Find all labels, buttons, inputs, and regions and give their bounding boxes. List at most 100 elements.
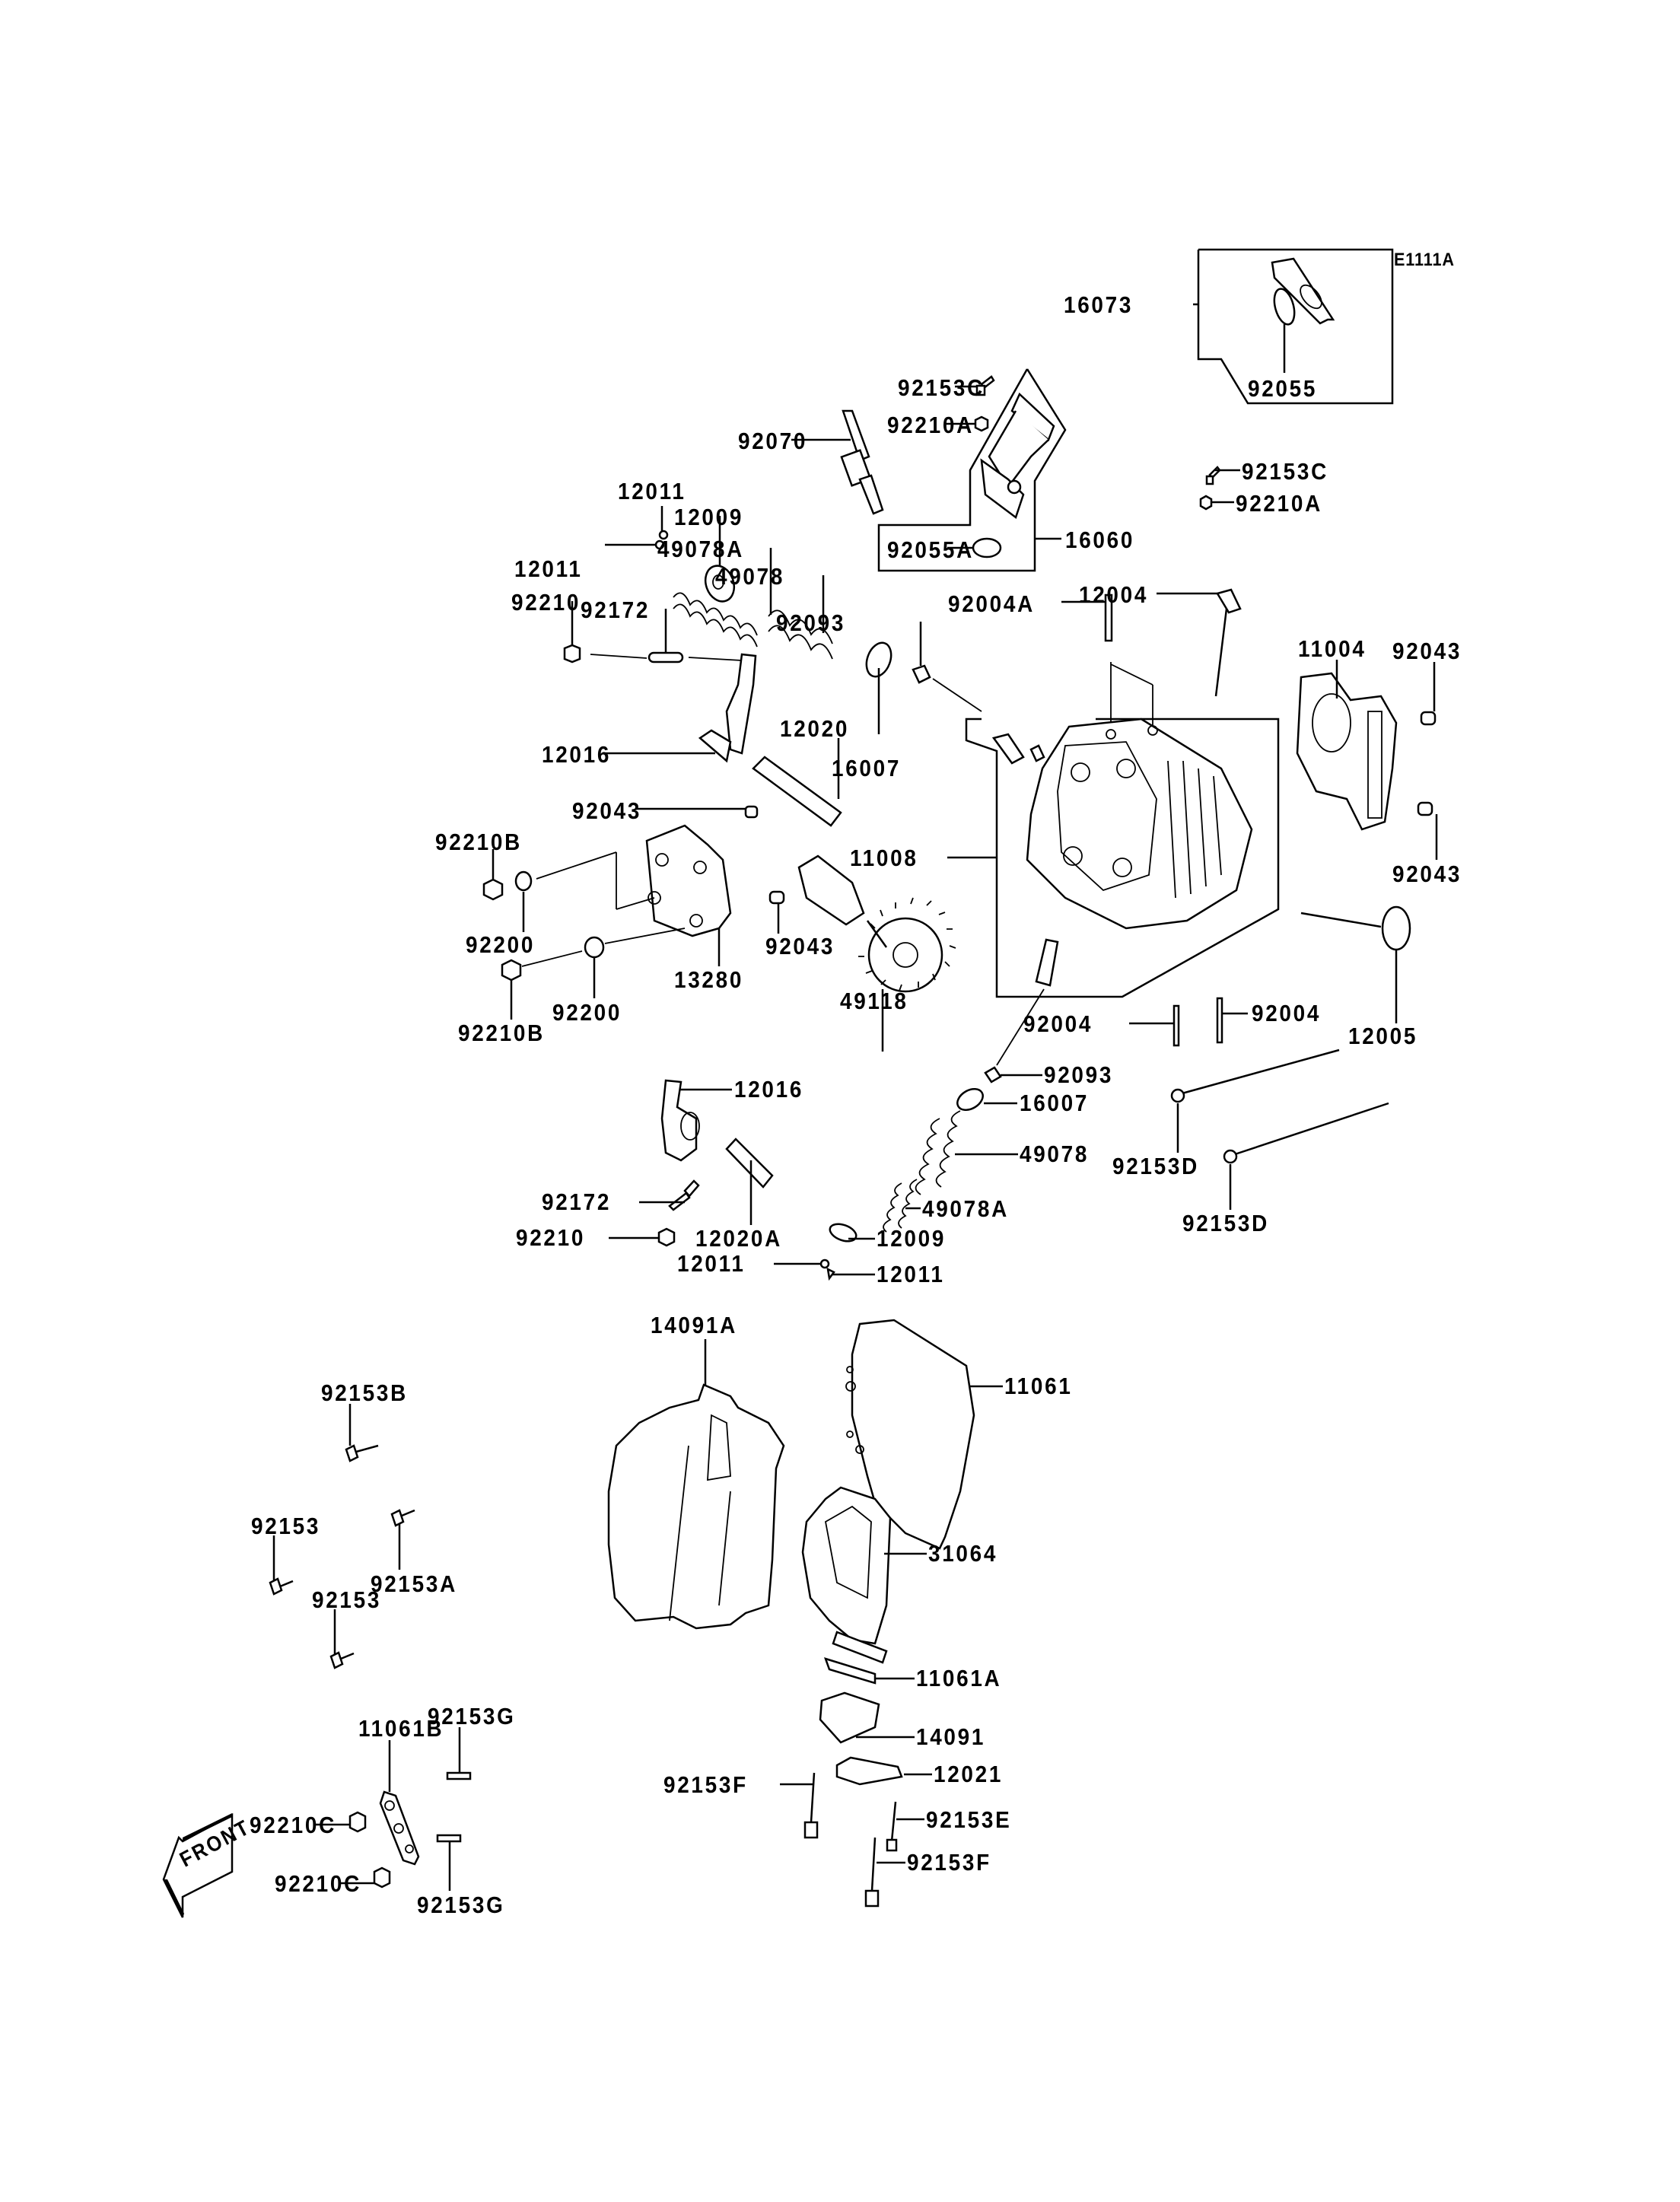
- valve-12005: [1300, 905, 1411, 1023]
- part-label-92055A[interactable]: 92055A: [887, 536, 974, 563]
- part-label-31064[interactable]: 31064: [928, 1540, 998, 1567]
- nut-92210A-right: [1199, 495, 1234, 511]
- part-label-92004-left[interactable]: 92004: [1023, 1010, 1093, 1037]
- rocker-shaft-12020: [752, 738, 842, 827]
- part-label-49118[interactable]: 49118: [840, 988, 908, 1014]
- spring-49078-lower: [915, 1110, 1018, 1195]
- intake-pipe-16060: [980, 392, 1055, 520]
- adjuster-92172-upper: [648, 609, 743, 663]
- bolt-92153F-upper: [780, 1772, 819, 1839]
- part-label-92153-lower[interactable]: 92153: [312, 1586, 382, 1613]
- part-label-16007-upper[interactable]: 16007: [832, 755, 902, 781]
- part-label-92153C-top[interactable]: 92153C: [898, 374, 985, 401]
- part-label-49078A-upper[interactable]: 49078A: [657, 536, 744, 562]
- stud-92004A: [1061, 593, 1113, 642]
- seal-92093-upper: [912, 622, 982, 712]
- part-label-92153B[interactable]: 92153B: [321, 1379, 408, 1406]
- part-label-11061A[interactable]: 11061A: [916, 1665, 1002, 1691]
- spring-49078-upper: [768, 575, 833, 660]
- part-label-12016-lower[interactable]: 12016: [734, 1076, 804, 1103]
- part-label-92043-mid[interactable]: 92043: [765, 933, 835, 959]
- part-label-11061B[interactable]: 11061B: [358, 1715, 444, 1742]
- part-label-12011-c[interactable]: 12011: [677, 1250, 746, 1277]
- part-label-92210B-lower[interactable]: 92210B: [458, 1020, 545, 1046]
- part-label-12011-a[interactable]: 12011: [618, 478, 686, 504]
- bolts-92153D: [1170, 1048, 1389, 1210]
- part-label-14091A[interactable]: 14091A: [651, 1312, 737, 1338]
- part-label-92153-left[interactable]: 92153: [251, 1513, 321, 1539]
- part-label-92093-upper[interactable]: 92093: [776, 609, 846, 636]
- part-label-92210B-upper[interactable]: 92210B: [435, 829, 522, 855]
- part-label-16073[interactable]: 16073: [1064, 291, 1134, 318]
- part-label-92093-lower[interactable]: 92093: [1044, 1061, 1114, 1088]
- part-label-12009-lower[interactable]: 12009: [877, 1225, 947, 1252]
- part-label-92043-right-top[interactable]: 92043: [1392, 638, 1462, 664]
- part-label-92153A[interactable]: 92153A: [371, 1570, 457, 1597]
- part-label-92153G-lower[interactable]: 92153G: [417, 1892, 505, 1918]
- rocker-arm-12016-upper: [606, 653, 757, 763]
- part-label-92210-upper[interactable]: 92210: [511, 589, 581, 616]
- bolt-92153C-top: [955, 375, 995, 396]
- part-label-12005[interactable]: 12005: [1348, 1023, 1418, 1049]
- part-label-13280[interactable]: 13280: [674, 966, 744, 993]
- part-label-92153F-lower[interactable]: 92153F: [907, 1849, 991, 1876]
- part-label-92172-lower[interactable]: 92172: [542, 1189, 612, 1215]
- part-label-92200-upper[interactable]: 92200: [466, 931, 536, 958]
- part-label-12011-b[interactable]: 12011: [514, 555, 583, 582]
- part-label-12021[interactable]: 12021: [934, 1761, 1004, 1787]
- nut-92210C-upper: [316, 1811, 367, 1833]
- part-label-16060[interactable]: 16060: [1065, 527, 1135, 553]
- part-label-92055[interactable]: 92055: [1248, 375, 1318, 402]
- part-label-92210A-top[interactable]: 92210A: [887, 412, 974, 438]
- part-label-92153E[interactable]: 92153E: [926, 1806, 1012, 1833]
- part-label-92210C-upper[interactable]: 92210C: [250, 1812, 336, 1838]
- part-label-12004[interactable]: 12004: [1079, 581, 1149, 608]
- part-label-92200-lower[interactable]: 92200: [552, 999, 622, 1026]
- cotters-12011-upper: [605, 506, 669, 550]
- o-ring-92055: [1273, 288, 1296, 373]
- part-label-12020[interactable]: 12020: [780, 715, 850, 742]
- rocker-shaft-12020A: [725, 1138, 774, 1225]
- part-label-12016-upper[interactable]: 12016: [542, 741, 612, 768]
- part-label-92210A-right[interactable]: 92210A: [1236, 490, 1322, 517]
- part-label-12009-upper[interactable]: 12009: [674, 504, 744, 530]
- pin-92043-right-top: [1420, 662, 1437, 726]
- part-label-92043-upper[interactable]: 92043: [572, 797, 642, 824]
- part-label-92153D-lower[interactable]: 92153D: [1182, 1210, 1269, 1236]
- cylinder-head-11008: [1026, 718, 1253, 930]
- spark-plug-92070: [791, 409, 884, 515]
- part-label-92070[interactable]: 92070: [738, 428, 808, 454]
- front-arrow-icon: [162, 1812, 234, 1918]
- group-box-16073: [1193, 248, 1394, 405]
- part-label-49078-upper[interactable]: 49078: [715, 563, 785, 590]
- part-label-92210C-lower[interactable]: 92210C: [275, 1870, 361, 1897]
- stud-92004-left: [1129, 1004, 1180, 1047]
- part-label-92172-upper[interactable]: 92172: [581, 597, 651, 623]
- part-label-92210-lower[interactable]: 92210: [516, 1224, 586, 1251]
- part-label-92153G-upper[interactable]: 92153G: [428, 1703, 516, 1729]
- part-label-92004A[interactable]: 92004A: [948, 590, 1035, 617]
- part-label-11008[interactable]: 11008: [850, 845, 918, 871]
- nut-92210A-top: [946, 415, 989, 432]
- part-label-16007-lower[interactable]: 16007: [1020, 1090, 1090, 1116]
- part-label-92004-right[interactable]: 92004: [1252, 1000, 1322, 1026]
- part-label-92043-right-bottom[interactable]: 92043: [1392, 861, 1462, 887]
- part-label-12020A[interactable]: 12020A: [695, 1225, 782, 1252]
- part-label-11061[interactable]: 11061: [1004, 1373, 1073, 1399]
- part-label-92153F-upper[interactable]: 92153F: [663, 1771, 748, 1798]
- stud-92153G-lower: [436, 1834, 462, 1891]
- part-label-92153D-upper[interactable]: 92153D: [1112, 1153, 1199, 1179]
- nut-92210B-upper: [482, 849, 504, 901]
- washer-92200-lower: [584, 928, 686, 998]
- bolt-92153C-right: [1205, 466, 1240, 485]
- group-box-16060: [877, 368, 1067, 572]
- nut-92210-upper: [563, 601, 648, 663]
- part-label-92153C-right[interactable]: 92153C: [1242, 458, 1328, 485]
- part-label-14091[interactable]: 14091: [916, 1723, 986, 1750]
- part-label-49078-lower[interactable]: 49078: [1020, 1141, 1090, 1167]
- part-label-11004[interactable]: 11004: [1298, 635, 1367, 662]
- head-cover-14091A: [607, 1339, 785, 1630]
- part-label-49078A-lower[interactable]: 49078A: [922, 1195, 1009, 1222]
- gasket-92055A: [947, 537, 1002, 558]
- part-label-12011-d[interactable]: 12011: [877, 1261, 945, 1287]
